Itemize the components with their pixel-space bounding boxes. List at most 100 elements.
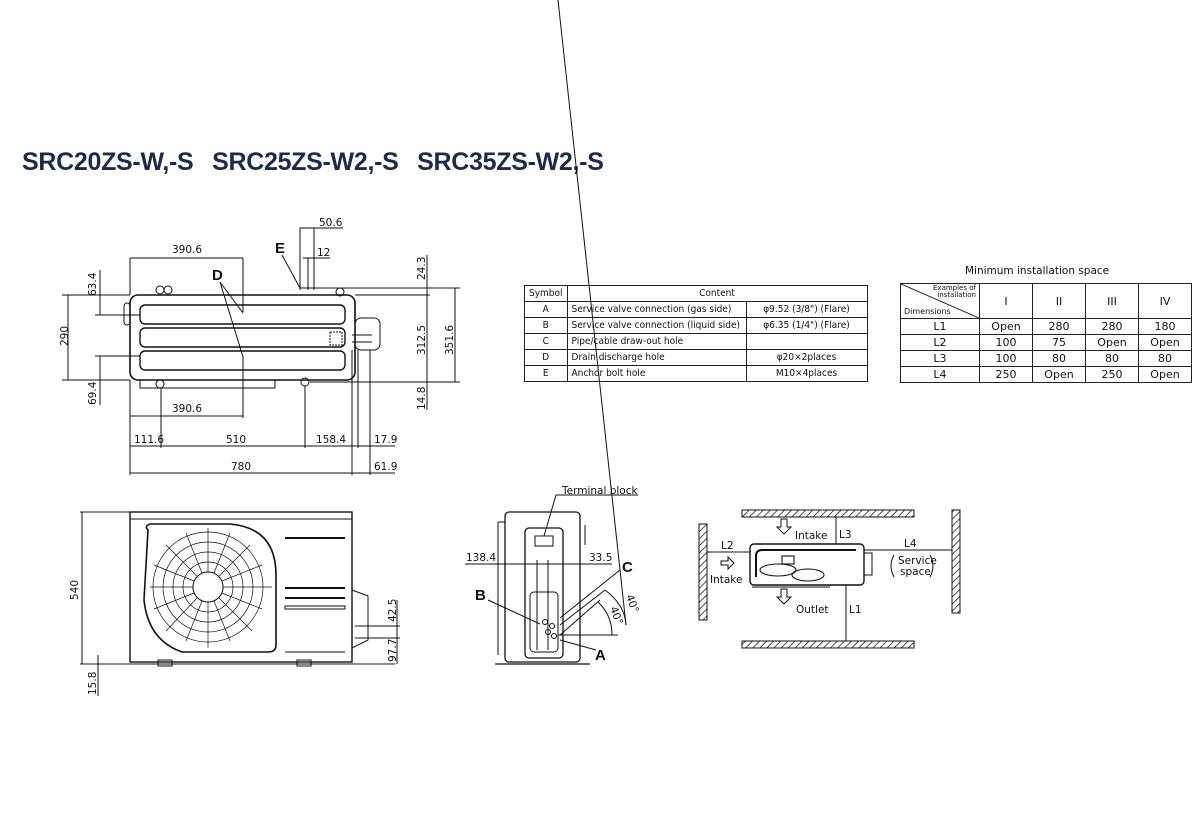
dim-17-9: 17.9 xyxy=(374,434,397,446)
dim-33-5: 33.5 xyxy=(589,552,612,564)
symbol-cell: D xyxy=(524,349,568,366)
symbol-cell: B xyxy=(524,317,568,334)
front-view xyxy=(80,511,400,696)
value-cell: 100 xyxy=(979,350,1033,367)
table-row: L3 100 80 80 80 xyxy=(900,350,1192,367)
row-label: L3 xyxy=(900,350,980,367)
header-content: Content xyxy=(566,285,868,302)
table-row: L4 250 Open 250 Open xyxy=(900,366,1192,383)
outlet-label: Outlet xyxy=(796,604,829,616)
dim-158-4: 158.4 xyxy=(316,434,346,446)
content-cell: Anchor bolt hole xyxy=(566,365,747,382)
table-header-row: Examples of installation Dimensions I II… xyxy=(900,283,1192,319)
column-header: III xyxy=(1085,283,1139,319)
angle-40-inner: 40° xyxy=(607,605,625,627)
label-l1: L1 xyxy=(849,604,862,616)
table-row: E Anchor bolt hole M10×4places xyxy=(524,365,868,382)
label-a: A xyxy=(595,647,606,664)
corner-bottom-label: Dimensions xyxy=(904,307,951,316)
dim-540: 540 xyxy=(69,580,81,600)
front-view-dimension-labels: 540 15.8 42.5 97.7 xyxy=(69,580,399,695)
dim-390-6-top: 390.6 xyxy=(172,244,202,256)
content-cell: Pipe/cable draw-out hole xyxy=(566,333,747,350)
value-cell: 280 xyxy=(1085,318,1139,335)
value-cell: 100 xyxy=(979,334,1033,351)
value-cell: 75 xyxy=(1032,334,1086,351)
model-name: SRC35ZS-W2,-S xyxy=(417,148,604,176)
dim-351-6: 351.6 xyxy=(444,325,456,355)
installation-space-table: Examples of installation Dimensions I II… xyxy=(900,283,1192,383)
label-e: E xyxy=(275,240,285,257)
column-header: II xyxy=(1032,283,1086,319)
value-cell xyxy=(745,333,868,350)
top-view xyxy=(62,227,460,475)
symbol-table: Symbol Content A Service valve connectio… xyxy=(524,285,868,382)
table-header-row: Symbol Content xyxy=(524,285,868,302)
row-label: L4 xyxy=(900,366,980,383)
value-cell: 80 xyxy=(1138,350,1192,367)
value-cell: 280 xyxy=(1032,318,1086,335)
content-cell: Service valve connection (liquid side) xyxy=(566,317,747,334)
dim-390-6-bottom: 390.6 xyxy=(172,403,202,415)
column-header: I xyxy=(979,283,1033,319)
dim-111-6: 111.6 xyxy=(134,434,164,446)
header-symbol: Symbol xyxy=(524,285,568,302)
column-header: IV xyxy=(1138,283,1192,319)
value-cell: 80 xyxy=(1085,350,1139,367)
dim-510: 510 xyxy=(226,434,246,446)
value-cell: Open xyxy=(979,318,1033,335)
terminal-block-label: Terminal block xyxy=(561,485,638,497)
row-label: L2 xyxy=(900,334,980,351)
service-label-line1: Service xyxy=(898,555,937,567)
table-row: D Drain discharge hole φ20×2places xyxy=(524,349,868,366)
dim-14-8: 14.8 xyxy=(416,387,428,410)
value-cell: 80 xyxy=(1032,350,1086,367)
value-cell: φ6.35 (1/4") (Flare) xyxy=(745,317,868,334)
value-cell: Open xyxy=(1138,334,1192,351)
dim-12: 12 xyxy=(317,247,330,259)
intake-top-label: Intake xyxy=(795,530,827,542)
value-cell: M10×4places xyxy=(745,365,868,382)
dim-780: 780 xyxy=(231,461,251,473)
content-cell: Service valve connection (gas side) xyxy=(566,301,747,318)
angle-40-outer: 40° xyxy=(623,593,641,615)
service-label-line2: space xyxy=(900,566,931,578)
installation-diagram-labels: L2 L3 L4 L1 Intake Intake Outlet Service… xyxy=(710,529,937,616)
dim-69-4: 69.4 xyxy=(87,381,99,405)
row-label: L1 xyxy=(900,318,980,335)
value-cell: 250 xyxy=(1085,366,1139,383)
dim-61-9: 61.9 xyxy=(374,461,397,473)
corner-header: Examples of installation Dimensions xyxy=(900,283,980,319)
space-table-title: Minimum installation space xyxy=(965,265,1110,277)
label-d: D xyxy=(212,267,223,284)
side-view-labels: Terminal block 138.4 33.5 40° 40° C B A xyxy=(466,485,641,664)
label-l4: L4 xyxy=(904,538,917,550)
page-title: SRC20ZS-W,-S SRC25ZS-W2,-S SRC35ZS-W2,-S xyxy=(22,148,616,177)
value-cell: φ9.52 (3/8") (Flare) xyxy=(745,301,868,318)
dim-24-3: 24.3 xyxy=(416,257,428,280)
value-cell: Open xyxy=(1138,366,1192,383)
label-l3: L3 xyxy=(839,529,852,541)
content-cell: Drain discharge hole xyxy=(566,349,747,366)
table-row: L1 Open 280 280 180 xyxy=(900,318,1192,335)
table-row: B Service valve connection (liquid side)… xyxy=(524,317,868,334)
model-name: SRC25ZS-W2,-S xyxy=(212,148,399,176)
value-cell: 250 xyxy=(979,366,1033,383)
corner-top-label: Examples of installation xyxy=(933,284,976,299)
table-row: L2 100 75 Open Open xyxy=(900,334,1192,351)
value-cell: Open xyxy=(1085,334,1139,351)
dim-97-7: 97.7 xyxy=(387,639,399,662)
dim-50-6: 50.6 xyxy=(319,217,343,229)
dim-290: 290 xyxy=(59,326,71,346)
value-cell: φ20×2places xyxy=(745,349,868,366)
intake-left-label: Intake xyxy=(710,574,742,586)
installation-diagram xyxy=(698,509,961,649)
dim-42-5: 42.5 xyxy=(387,599,399,622)
value-cell: Open xyxy=(1032,366,1086,383)
top-view-dimension-labels: 390.6 390.6 50.6 12 111.6 510 158.4 17.9… xyxy=(59,217,456,473)
table-row: C Pipe/cable draw-out hole xyxy=(524,333,868,350)
label-b: B xyxy=(475,587,486,604)
symbol-cell: E xyxy=(524,365,568,382)
symbol-cell: C xyxy=(524,333,568,350)
